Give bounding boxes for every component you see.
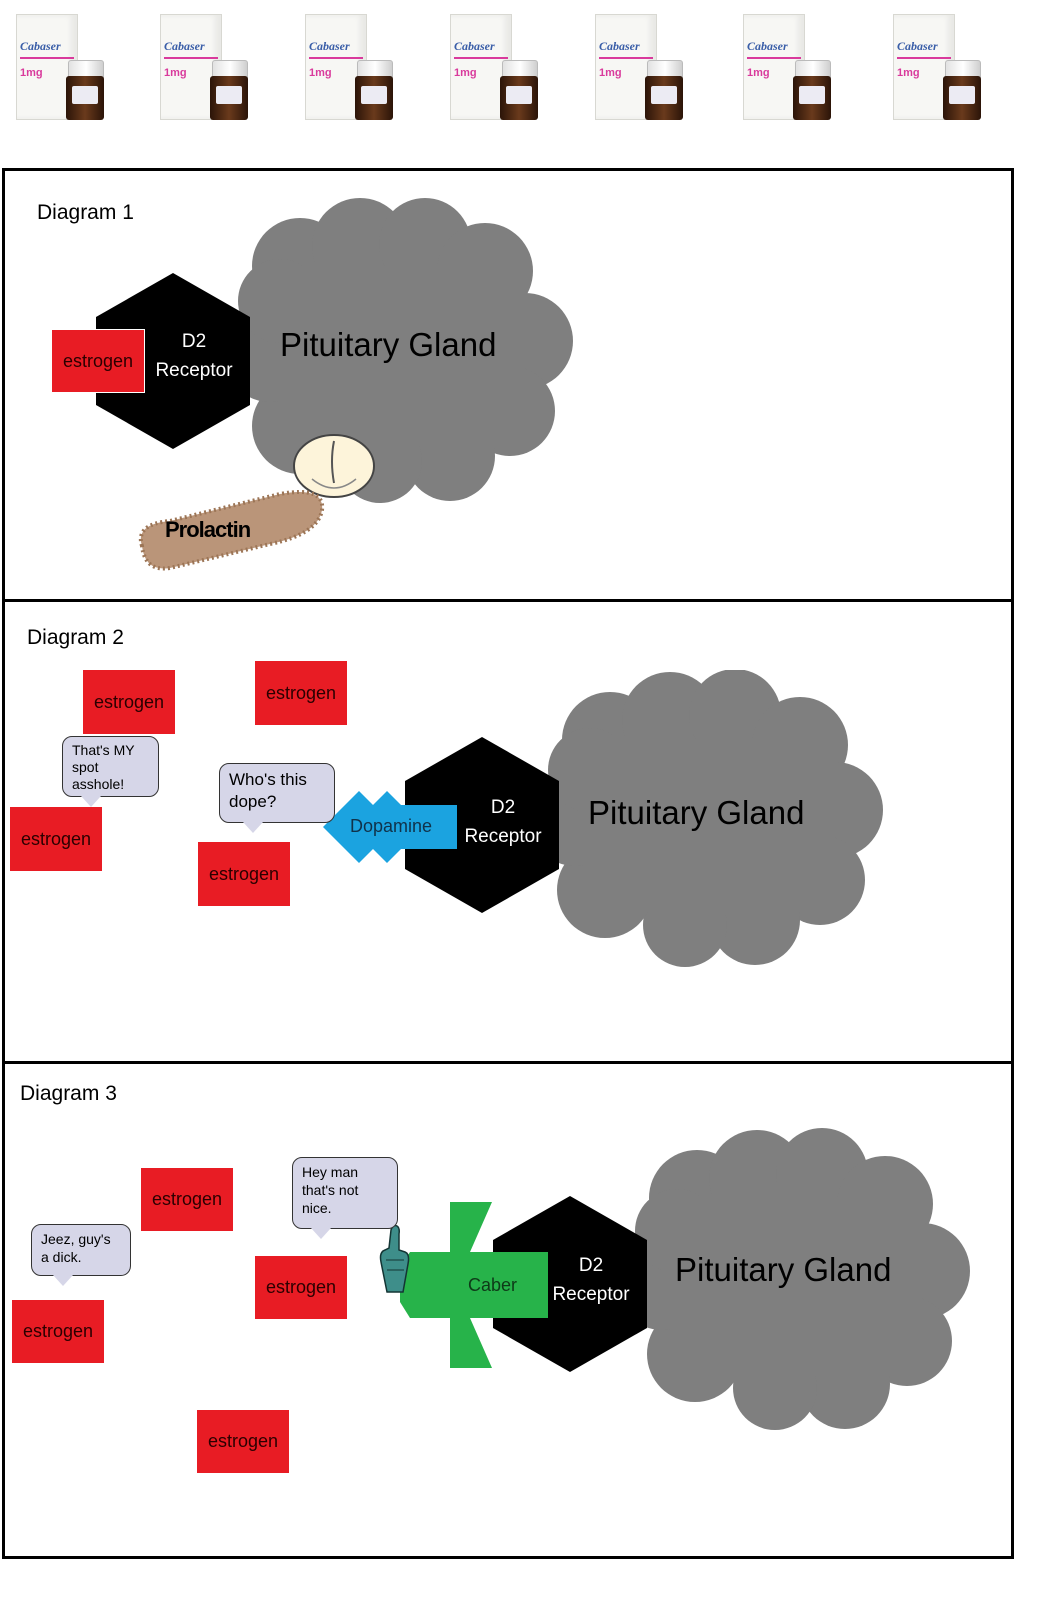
prolactin-blob [138,490,325,571]
pill-bottle [355,60,393,120]
receptor-label-d2: D2 [181,331,207,352]
receptor-label-text: Receptor [464,826,542,847]
cabaser-product: Cabaser 1mg [450,10,550,130]
receptor-label-text: Receptor [155,360,233,381]
brand-label: Cabaser [309,39,350,53]
diagram-title: Diagram 2 [27,626,124,649]
cabaser-product: Cabaser 1mg [743,10,843,130]
caber-label: Caber [468,1275,518,1295]
estrogen-block: estrogen [197,1410,289,1473]
estrogen-block: estrogen [51,329,145,393]
estrogen-block: estrogen [141,1168,233,1231]
pituitary-gland-cloud [530,670,883,967]
caber-molecule [400,1202,548,1368]
estrogen-block: estrogen [198,842,290,906]
d2-receptor: D2 Receptor [96,273,250,449]
bubble-tail [243,822,263,833]
pill-bottle [66,60,104,120]
brand-label: Cabaser [20,39,61,53]
dose-label: 1mg [20,67,43,79]
brand-label: Cabaser [897,39,938,53]
receptor-label-d2: D2 [490,797,516,818]
cabaser-product: Cabaser 1mg [893,10,993,130]
diagram-2-panel: Diagram 2 Pituitary Gland D2 Receptor Do… [2,599,1014,1064]
brand-label: Cabaser [164,39,205,53]
speech-bubble-right: Who's this dope? [219,763,335,823]
pill-bottle [645,60,683,120]
dose-label: 1mg [454,67,477,79]
estrogen-block: estrogen [255,661,347,725]
brand-label: Cabaser [599,39,640,53]
pill-bottle [210,60,248,120]
diagram-title: Diagram 1 [37,201,134,224]
pituitary-gland-cloud [224,198,573,503]
bubble-tail [311,1228,331,1239]
pill-bottle [500,60,538,120]
middle-finger-hand-icon [379,1224,410,1293]
dopamine-molecule [323,791,457,863]
estrogen-block: estrogen [255,1256,347,1319]
diagram-1-panel: Diagram 1 Pituitary Gland D2 Receptor es… [2,168,1014,602]
pill-bottle [943,60,981,120]
gland-label: Pituitary Gland [588,794,805,831]
receptor-label-d2: D2 [578,1255,604,1276]
brand-label: Cabaser [454,39,495,53]
cabaser-product: Cabaser 1mg [305,10,405,130]
dose-label: 1mg [747,67,770,79]
speech-bubble-left: Jeez, guy's a dick. [31,1224,131,1276]
bubble-tail [81,796,101,807]
prolactin-label: Prolactin [165,517,251,542]
gland-label: Pituitary Gland [675,1251,892,1288]
medicine-box: Cabaser 1mg [16,14,78,120]
medicine-box: Cabaser 1mg [160,14,222,120]
pill-bottle [793,60,831,120]
cabaser-product: Cabaser 1mg [595,10,695,130]
estrogen-block: estrogen [83,670,175,734]
receptor-label-text: Receptor [552,1284,630,1305]
gland-label: Pituitary Gland [280,326,497,363]
dose-label: 1mg [164,67,187,79]
diagram-title: Diagram 3 [20,1082,117,1105]
dopamine-label: Dopamine [350,816,433,836]
brand-label: Cabaser [747,39,788,53]
d2-receptor: D2 Receptor [493,1196,647,1372]
diagram-3-panel: Diagram 3 Pituitary Gland D2 Receptor Ca… [2,1061,1014,1559]
dose-label: 1mg [599,67,622,79]
estrogen-block: estrogen [12,1300,104,1363]
speech-bubble-top: Hey man that's not nice. [292,1157,398,1229]
d2-receptor: D2 Receptor [405,737,559,913]
cabaser-product: Cabaser 1mg [16,10,116,130]
dose-label: 1mg [897,67,920,79]
dose-label: 1mg [309,67,332,79]
butt-icon [293,434,375,498]
pituitary-gland-cloud [617,1128,970,1430]
bubble-tail [53,1275,73,1286]
estrogen-block: estrogen [10,807,102,871]
speech-bubble-left: That's MY spot asshole! [62,736,159,797]
product-strip: Cabaser 1mg Cabaser 1mg Cabaser 1mg Caba… [0,0,1039,165]
cabaser-product: Cabaser 1mg [160,10,260,130]
